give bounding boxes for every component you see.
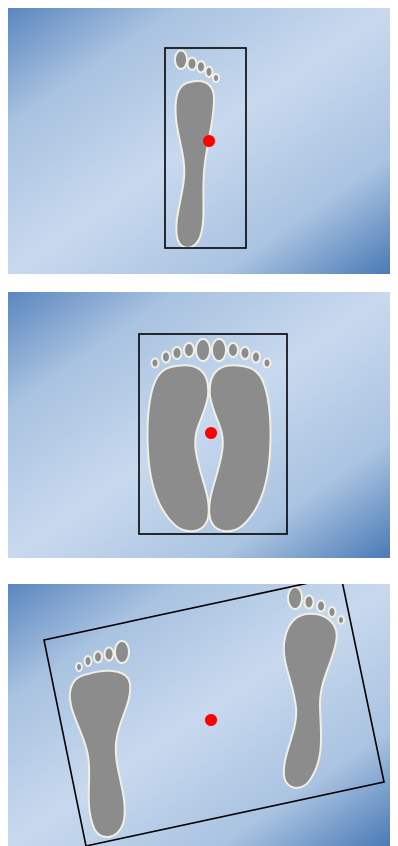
center-of-pressure-marker bbox=[203, 135, 215, 147]
diagram-single-foot bbox=[8, 8, 390, 274]
diagram-feet-together bbox=[8, 292, 390, 558]
diagram-feet-apart bbox=[8, 584, 390, 846]
center-of-pressure-marker bbox=[205, 714, 217, 726]
panel-single-foot bbox=[8, 8, 390, 274]
center-of-pressure-marker bbox=[205, 427, 217, 439]
panel-feet-together bbox=[8, 292, 390, 558]
panel-feet-apart bbox=[8, 584, 390, 846]
